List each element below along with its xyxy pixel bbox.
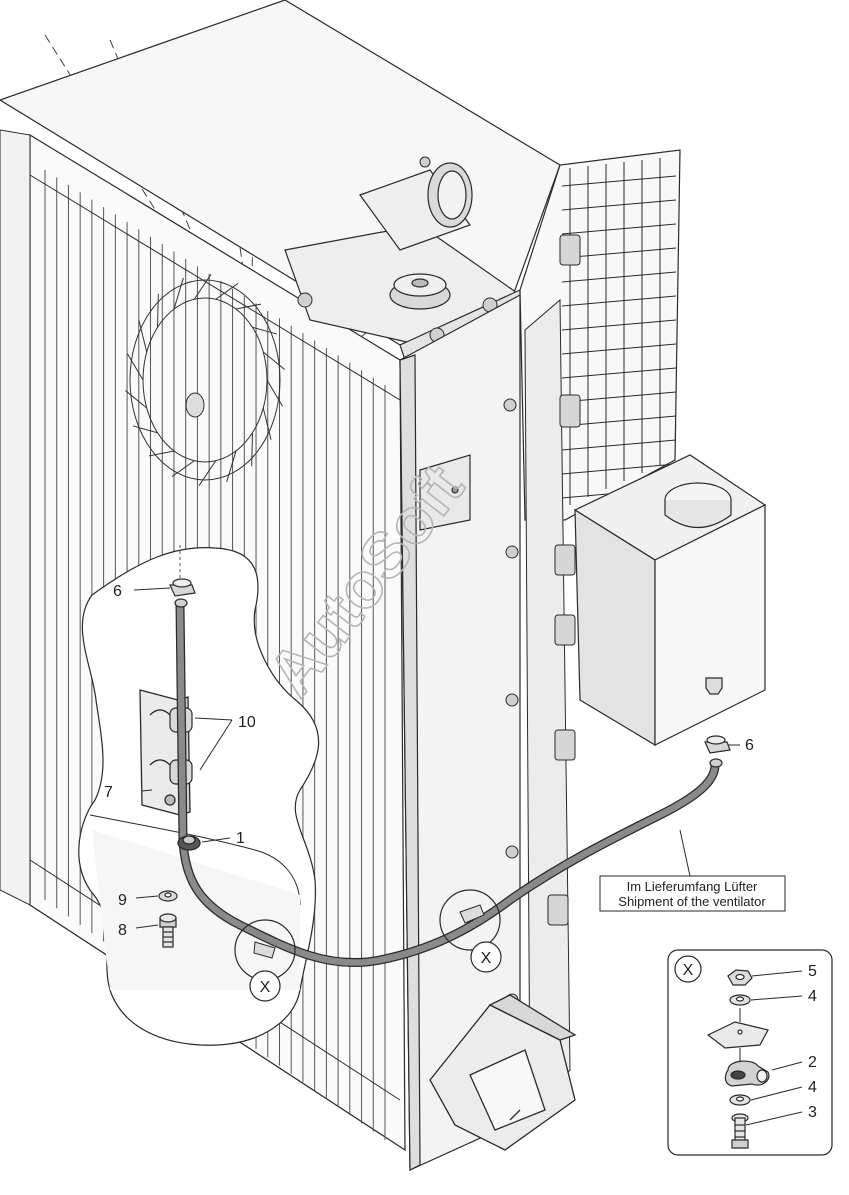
grille-bar bbox=[561, 199, 677, 211]
callouts: 6 10 7 1 9 8 6 bbox=[104, 583, 754, 939]
lifting-lug bbox=[429, 994, 577, 1151]
callout-3: 3 bbox=[808, 1104, 817, 1121]
washer-9 bbox=[158, 890, 178, 902]
grille-bar bbox=[561, 223, 677, 235]
fan-blade bbox=[266, 379, 283, 407]
fan-blade bbox=[127, 353, 144, 381]
fan-blade bbox=[251, 432, 253, 467]
detail-marker-right: X bbox=[470, 941, 502, 973]
grille-bar bbox=[561, 367, 677, 379]
detail-plate bbox=[706, 1021, 769, 1049]
grille-bar bbox=[561, 247, 677, 259]
fitting-6-tank bbox=[704, 735, 731, 754]
detail-view-label: X bbox=[683, 962, 694, 979]
detail-washer-4-top bbox=[729, 994, 751, 1006]
hose bbox=[175, 600, 720, 968]
note-line-en: Shipment of the ventilator bbox=[618, 894, 766, 909]
union-1 bbox=[177, 835, 201, 851]
grille-bar bbox=[561, 415, 677, 427]
fan-blade bbox=[132, 425, 158, 434]
callout-7: 7 bbox=[104, 784, 113, 801]
fan-blade bbox=[157, 293, 159, 328]
detail-marker-left: X bbox=[249, 970, 281, 1002]
fan-blade bbox=[215, 283, 239, 300]
fan-blade bbox=[173, 277, 184, 310]
detail-marker-label: X bbox=[260, 979, 271, 996]
filler-neck bbox=[359, 162, 473, 251]
callout-4-top: 4 bbox=[808, 988, 817, 1005]
fan-blade bbox=[262, 351, 285, 370]
grille-bar bbox=[561, 295, 677, 307]
detail-nut-5 bbox=[727, 969, 753, 986]
shipment-note: Im Lieferumfang Lüfter Shipment of the v… bbox=[599, 875, 786, 912]
fan-blade bbox=[125, 390, 148, 409]
detail-bolt-3 bbox=[731, 1113, 749, 1149]
grille-bar bbox=[561, 319, 677, 331]
callout-6-top: 6 bbox=[113, 583, 122, 600]
grille-bar bbox=[561, 175, 677, 187]
grille-bar bbox=[561, 271, 677, 283]
detail-clamp-2 bbox=[724, 1060, 770, 1087]
note-line-de: Im Lieferumfang Lüfter bbox=[627, 879, 758, 894]
bolt-8 bbox=[159, 913, 177, 948]
grille-bar bbox=[561, 343, 677, 355]
grille-bar bbox=[561, 439, 677, 451]
callout-8: 8 bbox=[118, 922, 127, 939]
fan-blade bbox=[171, 460, 195, 477]
callout-9: 9 bbox=[118, 892, 127, 909]
callout-2: 2 bbox=[808, 1054, 817, 1071]
fan-blade bbox=[252, 326, 278, 335]
detail-leaders bbox=[745, 970, 803, 1126]
fitting-6-top bbox=[169, 578, 196, 597]
hose-ends bbox=[174, 598, 723, 768]
fan-blade bbox=[149, 450, 175, 457]
fan-blade bbox=[193, 274, 212, 300]
callout-10: 10 bbox=[238, 714, 256, 731]
clamp-x-right bbox=[439, 889, 501, 951]
callout-1: 1 bbox=[236, 830, 245, 847]
fan-blade bbox=[235, 303, 261, 310]
callout-6-tank: 6 bbox=[745, 737, 754, 754]
filler-cap bbox=[389, 273, 451, 310]
callout-4-bottom: 4 bbox=[808, 1079, 817, 1096]
fan-blade bbox=[262, 407, 272, 440]
expansion-tank bbox=[573, 454, 767, 747]
fan-blade bbox=[198, 460, 217, 486]
callout-5: 5 bbox=[808, 963, 817, 980]
detail-view-x: X bbox=[667, 949, 833, 1156]
grille-clips bbox=[547, 234, 581, 926]
detail-washer-4-bottom bbox=[729, 1094, 751, 1106]
grille-bar bbox=[561, 463, 677, 475]
leader-lines bbox=[133, 587, 740, 929]
fan-blade bbox=[226, 450, 237, 483]
fan-blade bbox=[138, 320, 148, 353]
grille-bar bbox=[561, 391, 677, 403]
fan-hub bbox=[125, 274, 285, 486]
detail-marker-label: X bbox=[481, 950, 492, 967]
